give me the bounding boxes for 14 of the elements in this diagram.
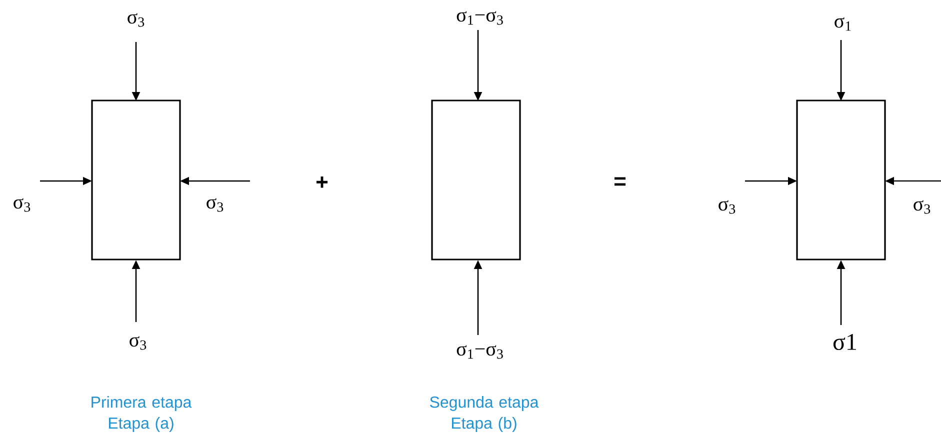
stress-label: σ$_{3}$ [718, 200, 736, 214]
specimen-box [91, 100, 181, 260]
stress-label: σ$_{3}$ [914, 200, 930, 214]
stress-label: σ$_{1}$−σ$_{3}$ [456, 345, 503, 359]
specimen-box [796, 100, 886, 260]
stress-label: σ1 [833, 334, 856, 350]
specimen-box [431, 100, 521, 260]
stage-caption: Primera etapa Etapa (a) [92, 396, 192, 432]
stress-label: σ$_{3}$ [206, 198, 224, 212]
stress-label: σ$_{3}$ [14, 198, 30, 212]
operator-sign: = [614, 177, 626, 186]
stress-label: σ$_{3}$ [130, 336, 146, 350]
stage-caption: Segunda etapa Etapa (b) [430, 396, 539, 432]
operator-sign: + [316, 176, 328, 188]
